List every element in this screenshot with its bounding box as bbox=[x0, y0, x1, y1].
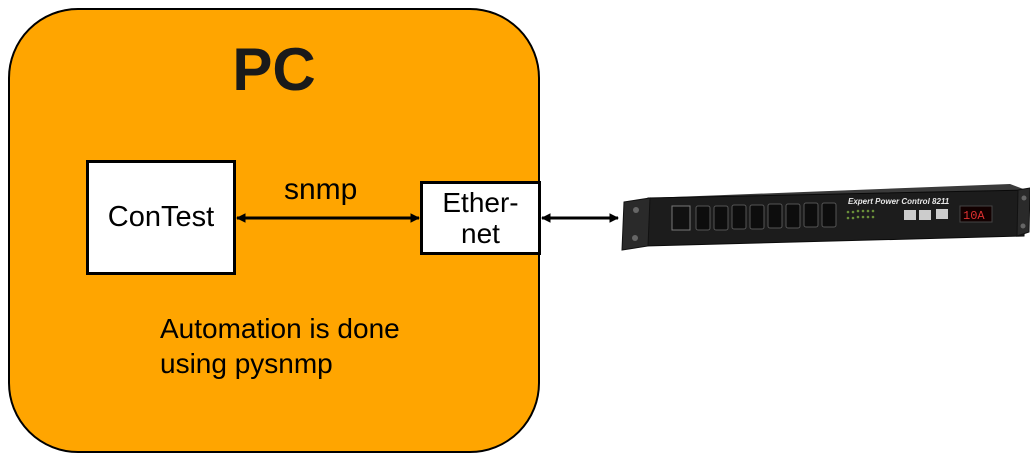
power-control-device-image: 10A Expert Power Control 8211 bbox=[621, 184, 1030, 251]
contest-node: ConTest bbox=[86, 160, 236, 275]
automation-note-line1: Automation is done bbox=[160, 313, 400, 344]
snmp-link-label: snmp bbox=[284, 173, 358, 206]
device-display-text: 10A bbox=[963, 209, 985, 223]
contest-label: ConTest bbox=[107, 201, 215, 233]
device-brand-text: Expert Power Control 8211 bbox=[848, 197, 950, 206]
pc-title: PC bbox=[232, 36, 316, 103]
ethernet-node: Ether- net bbox=[420, 181, 541, 255]
automation-note: Automation is done using pysnmp bbox=[160, 311, 400, 381]
ethernet-label: Ether- net bbox=[442, 186, 519, 249]
automation-note-line2: using pysnmp bbox=[160, 348, 333, 379]
